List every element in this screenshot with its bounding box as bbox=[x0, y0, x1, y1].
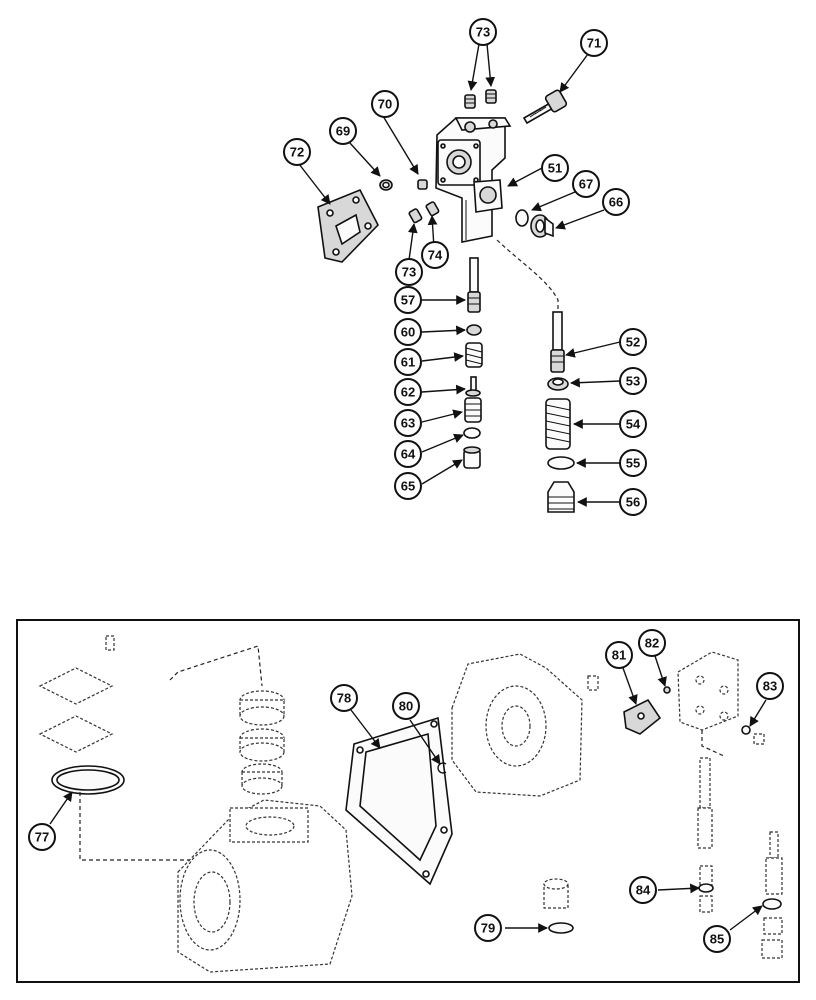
callout-54: 54 bbox=[619, 410, 647, 438]
valve-assembly-upper bbox=[298, 43, 621, 513]
callout-67: 67 bbox=[572, 170, 600, 198]
callout-66: 66 bbox=[602, 188, 630, 216]
plug bbox=[417, 179, 428, 190]
callout-73-top: 73 bbox=[469, 18, 497, 46]
callout-84: 84 bbox=[629, 876, 657, 904]
svg-text:61: 61 bbox=[401, 355, 415, 370]
pump-assembly-lower bbox=[38, 635, 783, 973]
callout-78: 78 bbox=[330, 684, 358, 712]
callout-82: 82 bbox=[638, 629, 666, 657]
housing-gasket bbox=[345, 716, 453, 886]
spool-stack-left bbox=[463, 257, 483, 469]
callout-85: 85 bbox=[703, 925, 731, 953]
callout-77: 77 bbox=[28, 823, 56, 851]
callout-74: 74 bbox=[421, 241, 449, 269]
spool-stack-right bbox=[545, 311, 575, 513]
svg-text:62: 62 bbox=[401, 385, 415, 400]
svg-text:79: 79 bbox=[481, 921, 495, 936]
svg-text:83: 83 bbox=[763, 679, 777, 694]
callout-73-lower: 73 bbox=[395, 258, 423, 286]
callout-70: 70 bbox=[371, 90, 399, 118]
valve-body bbox=[435, 117, 512, 243]
svg-text:71: 71 bbox=[587, 36, 601, 51]
callout-69: 69 bbox=[329, 117, 357, 145]
callout-60: 60 bbox=[394, 318, 422, 346]
svg-text:85: 85 bbox=[710, 932, 724, 947]
callout-83: 83 bbox=[756, 672, 784, 700]
callout-71: 71 bbox=[580, 29, 608, 57]
svg-text:72: 72 bbox=[290, 145, 304, 160]
svg-text:69: 69 bbox=[336, 124, 350, 139]
callout-57: 57 bbox=[394, 286, 422, 314]
callout-55: 55 bbox=[619, 449, 647, 477]
svg-text:70: 70 bbox=[378, 97, 392, 112]
callout-65: 65 bbox=[394, 472, 422, 500]
callout-61: 61 bbox=[394, 348, 422, 376]
svg-text:82: 82 bbox=[645, 636, 659, 651]
svg-text:78: 78 bbox=[337, 691, 351, 706]
callout-52: 52 bbox=[619, 328, 647, 356]
callout-64: 64 bbox=[394, 440, 422, 468]
callout-51: 51 bbox=[541, 154, 569, 182]
svg-text:54: 54 bbox=[626, 417, 641, 432]
small-o-ring bbox=[663, 686, 671, 694]
callout-56: 56 bbox=[619, 488, 647, 516]
callout-80: 80 bbox=[392, 692, 420, 720]
set-screw-lower bbox=[408, 208, 423, 224]
set-screws-top bbox=[464, 89, 497, 109]
svg-text:73: 73 bbox=[402, 265, 416, 280]
svg-text:57: 57 bbox=[401, 293, 415, 308]
svg-text:81: 81 bbox=[612, 648, 626, 663]
svg-text:66: 66 bbox=[609, 195, 623, 210]
cover-plate-gasket bbox=[317, 188, 379, 263]
svg-text:56: 56 bbox=[626, 495, 640, 510]
svg-text:74: 74 bbox=[428, 248, 443, 263]
svg-text:53: 53 bbox=[626, 374, 640, 389]
svg-text:55: 55 bbox=[626, 456, 640, 471]
svg-text:80: 80 bbox=[399, 699, 413, 714]
svg-text:84: 84 bbox=[636, 883, 651, 898]
plug-66 bbox=[530, 214, 554, 238]
o-ring-67 bbox=[515, 209, 529, 227]
svg-text:64: 64 bbox=[401, 447, 416, 462]
inset-frame bbox=[16, 619, 800, 983]
callout-62: 62 bbox=[394, 378, 422, 406]
callout-81: 81 bbox=[605, 641, 633, 669]
svg-text:67: 67 bbox=[579, 177, 593, 192]
set-screw-74 bbox=[425, 201, 440, 217]
svg-text:60: 60 bbox=[401, 325, 415, 340]
o-ring-83 bbox=[741, 725, 751, 735]
callout-53: 53 bbox=[619, 367, 647, 395]
svg-text:52: 52 bbox=[626, 335, 640, 350]
svg-text:63: 63 bbox=[401, 416, 415, 431]
svg-text:77: 77 bbox=[35, 830, 49, 845]
svg-text:51: 51 bbox=[548, 161, 562, 176]
callout-72: 72 bbox=[283, 138, 311, 166]
bolt bbox=[522, 89, 568, 125]
svg-text:65: 65 bbox=[401, 479, 415, 494]
callout-63: 63 bbox=[394, 409, 422, 437]
callout-79: 79 bbox=[474, 914, 502, 942]
svg-text:73: 73 bbox=[476, 25, 490, 40]
o-ring-79 bbox=[548, 922, 574, 934]
